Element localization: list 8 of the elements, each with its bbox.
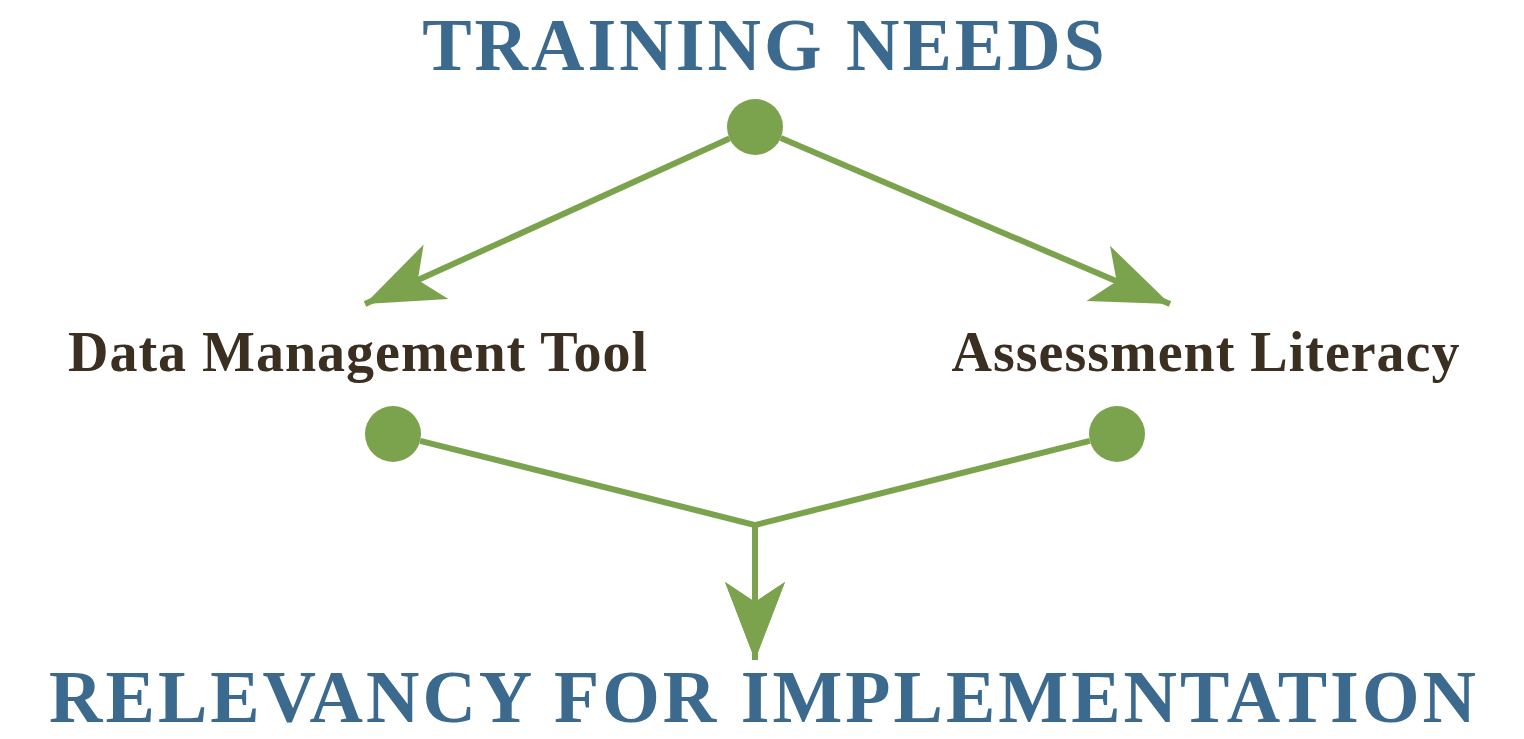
heading: TRAINING NEEDS <box>422 8 1108 82</box>
arrow <box>725 437 1091 660</box>
arrow <box>779 135 1172 307</box>
dot <box>727 99 783 155</box>
dot <box>1089 406 1145 462</box>
dot <box>365 406 421 462</box>
heading: RELEVANCY FOR IMPLEMENTATION <box>49 660 1479 734</box>
arrow <box>363 135 731 307</box>
